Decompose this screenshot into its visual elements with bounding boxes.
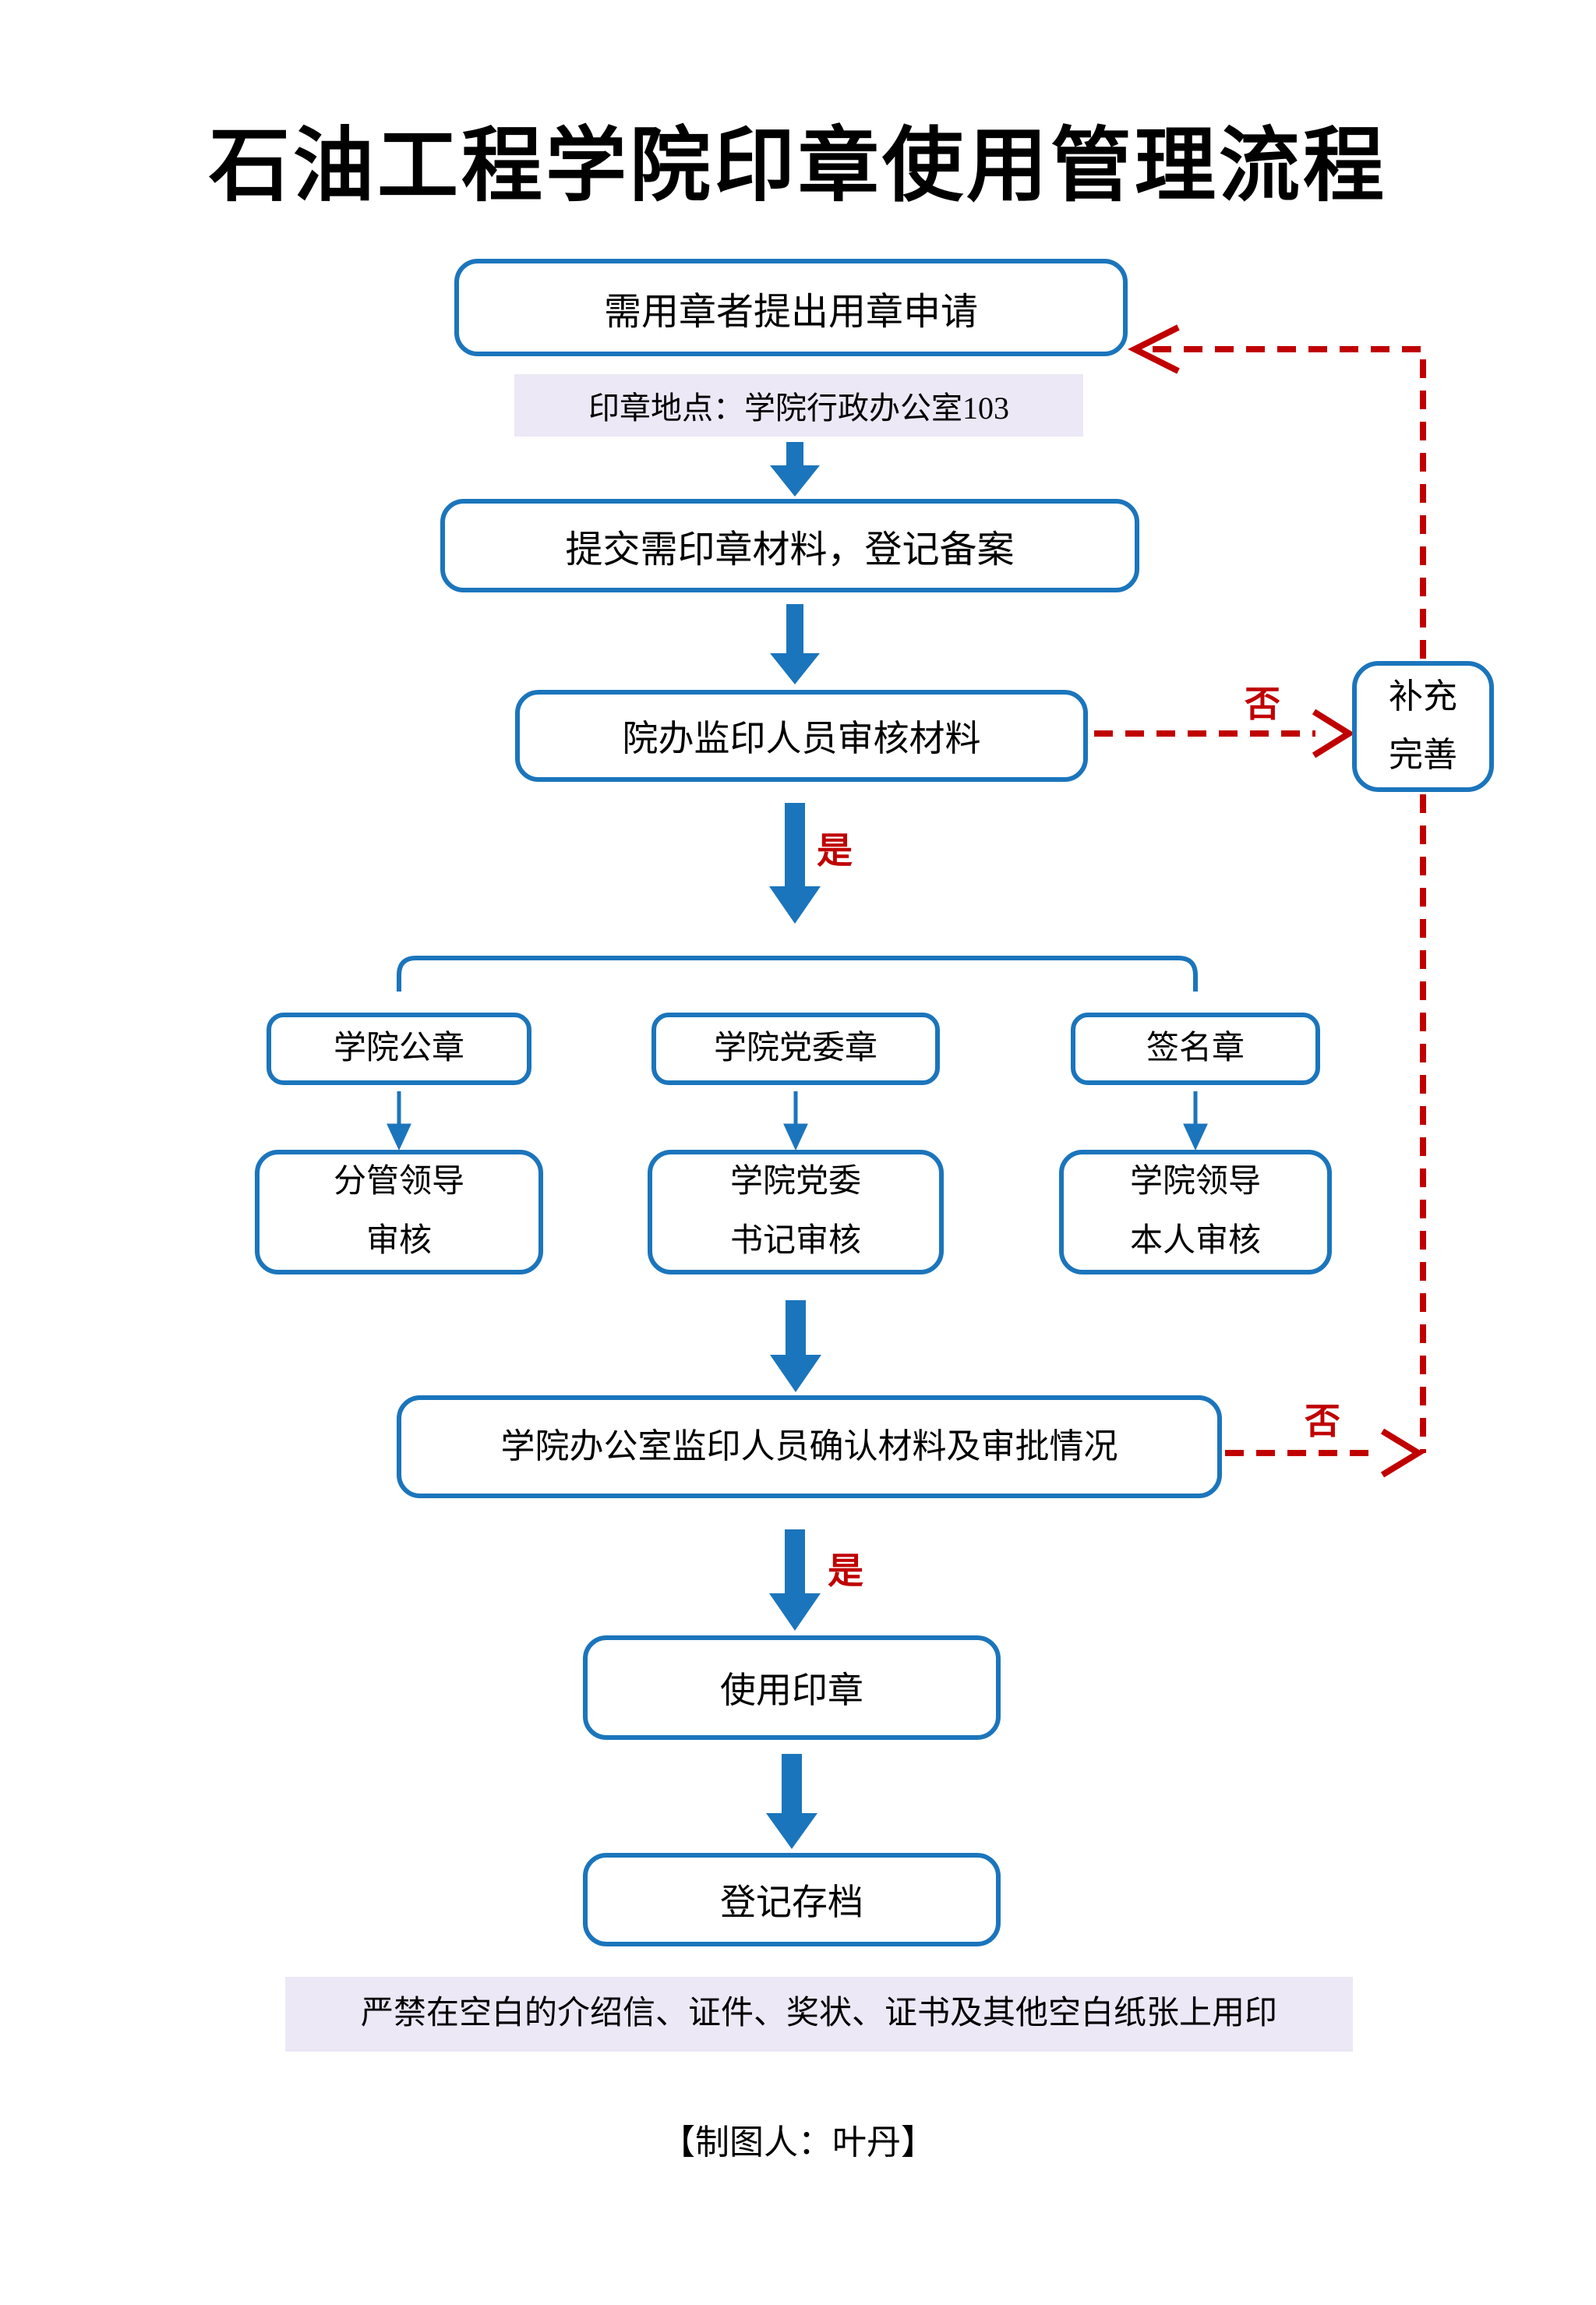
arrow-review-yes-down — [769, 803, 821, 924]
warning-note: 严禁在空白的介绍信、证件、奖状、证书及其他空白纸张上用印 — [285, 1977, 1353, 2052]
node-submit: 提交需印章材料，登记备案 — [440, 499, 1139, 592]
arrowhead-approver1 — [387, 1123, 411, 1151]
arrowhead-confirm-no-junction — [1380, 1428, 1425, 1478]
node-seal-party: 学院党委章 — [651, 1013, 940, 1085]
node-archive: 登记存档 — [583, 1853, 1001, 1946]
credit-line: 【制图人：叶丹】 — [661, 2123, 935, 2162]
arrowhead-into-supplement — [1312, 709, 1355, 758]
arrowhead-into-apply — [1128, 324, 1180, 374]
node-use-seal: 使用印章 — [583, 1635, 1001, 1740]
node-seal-official: 学院公章 — [267, 1013, 531, 1085]
dashed-supplement-up-to-apply — [1149, 346, 1426, 659]
label-no-confirm: 否 — [1305, 1401, 1340, 1441]
arrow-approvers-to-confirm — [770, 1300, 821, 1392]
arrowhead-approver2 — [783, 1123, 808, 1151]
node-apply: 需用章者提出用章申请 — [454, 259, 1128, 356]
node-approver-college-leader: 学院领导 本人审核 — [1059, 1150, 1332, 1274]
node-seal-signature: 签名章 — [1071, 1013, 1320, 1085]
page-title: 石油工程学院印章使用管理流程 — [208, 121, 1387, 211]
label-no-review: 否 — [1245, 684, 1280, 724]
arrow-submit-to-review — [770, 604, 820, 684]
thin-branch-arrows — [387, 1091, 1208, 1151]
red-reject-paths — [1094, 324, 1426, 1478]
blue-flow-arrows — [766, 442, 821, 1849]
arrow-confirm-yes-down — [769, 1529, 821, 1631]
node-approver-leader: 分管领导 审核 — [255, 1150, 543, 1274]
label-yes-review: 是 — [817, 830, 853, 871]
node-supplement: 补充 完善 — [1352, 661, 1494, 792]
node-confirm: 学院办公室监印人员确认材料及审批情况 — [397, 1395, 1222, 1498]
arrowhead-approver3 — [1183, 1123, 1208, 1151]
node-office-review: 院办监印人员审核材料 — [515, 690, 1088, 782]
arrow-use-to-archive — [766, 1754, 817, 1849]
label-yes-confirm: 是 — [828, 1550, 863, 1591]
branch-bracket — [397, 956, 1198, 992]
arrow-note-to-submit — [770, 442, 820, 497]
seal-location-note: 印章地点：学院行政办公室103 — [514, 374, 1083, 437]
node-approver-party-secretary: 学院党委 书记审核 — [648, 1150, 944, 1274]
